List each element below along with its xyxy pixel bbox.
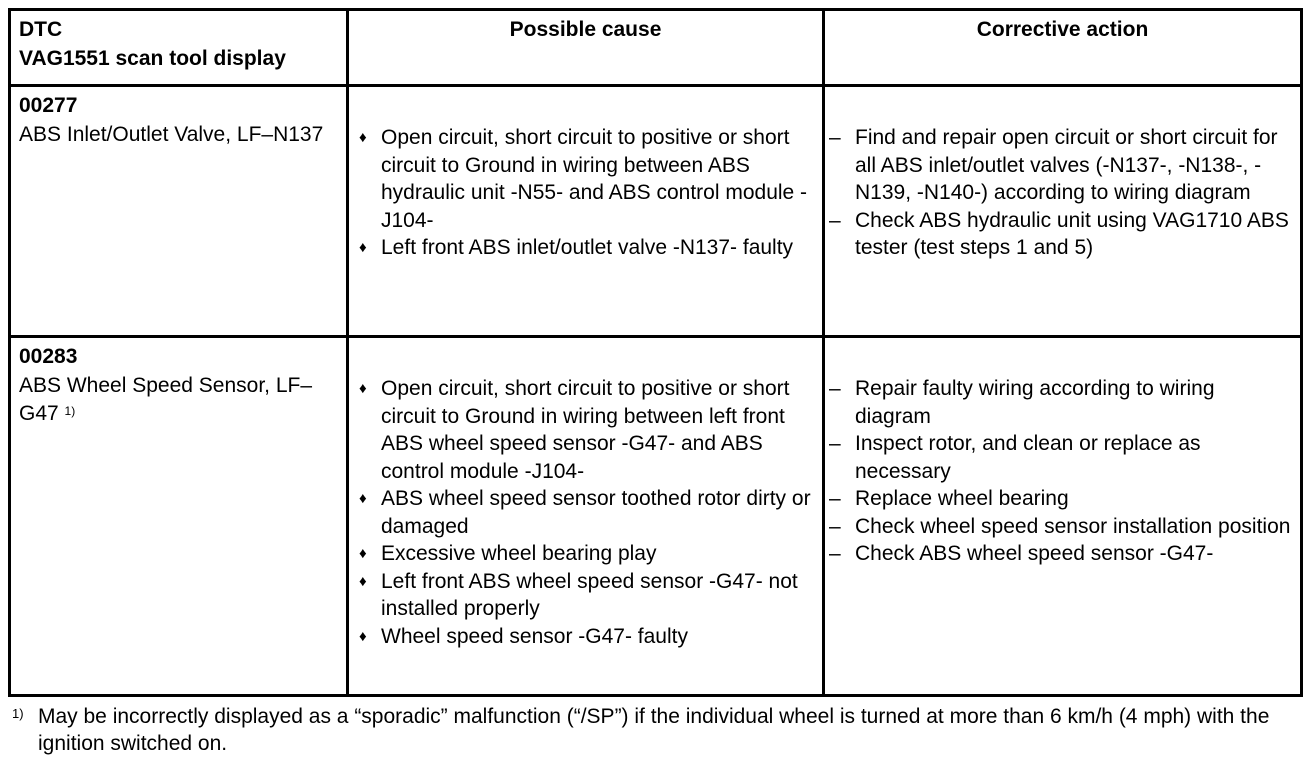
header-dtc-line2: VAG1551 scan tool display	[19, 47, 286, 70]
dash-bullet-icon: –	[829, 208, 841, 232]
action-list: –Repair faulty wiring according to wirin…	[825, 375, 1300, 568]
cause-item: ♦ ABS wheel speed sensor toothed rotor di…	[359, 485, 816, 540]
cause-text: Wheel speed sensor -G47- faulty	[381, 624, 688, 648]
footnote-mark: 1)	[12, 706, 24, 721]
diamond-bullet-icon: ♦	[359, 545, 367, 562]
dash-bullet-icon: –	[829, 126, 841, 149]
diamond-bullet-icon: ♦	[359, 627, 367, 645]
footnote-reference: 1)	[64, 403, 76, 418]
dtc-name: ABS Wheel Speed Sensor, LF–G47 1)	[11, 370, 346, 427]
cause-text: Left front ABS inlet/outlet valve -N137-…	[381, 236, 794, 259]
corrective-action-cell: –Repair faulty wiring according to wirin…	[822, 335, 1303, 697]
footnote: 1) May be incorrectly displayed as a “sp…	[8, 703, 1300, 757]
cause-list: ♦ Open circuit, short circuit to positive…	[349, 124, 822, 262]
cause-text: ABS wheel speed sensor toothed rotor dir…	[381, 487, 811, 538]
cause-item: ♦ Left front ABS wheel speed sensor -G47-…	[359, 568, 816, 623]
dtc-code: 00283	[19, 345, 78, 368]
header-corrective-action: Corrective action	[822, 8, 1303, 87]
diamond-bullet-icon: ♦	[359, 572, 367, 590]
diamond-bullet-icon: ♦	[359, 129, 367, 146]
action-item: –Check ABS wheel speed sensor -G47-	[825, 540, 1294, 568]
action-item: –Inspect rotor, and clean or replace as …	[825, 430, 1294, 485]
header-possible-cause: Possible cause	[346, 8, 825, 87]
dtc-name-text: ABS Inlet/Outlet Valve, LF–N137	[19, 123, 324, 146]
cause-text: Left front ABS wheel speed sensor -G47- …	[381, 569, 798, 621]
action-item: –Check wheel speed sensor installation p…	[825, 513, 1294, 541]
dash-bullet-icon: –	[829, 542, 841, 565]
cause-item: ♦ Open circuit, short circuit to positive…	[359, 375, 816, 485]
action-text: Repair faulty wiring according to wiring…	[855, 377, 1215, 428]
action-text: Replace wheel bearing	[855, 487, 1069, 510]
action-text: Check ABS wheel speed sensor -G47-	[855, 542, 1214, 565]
action-item: –Replace wheel bearing	[825, 485, 1294, 513]
action-item: –Repair faulty wiring according to wirin…	[825, 375, 1294, 430]
footnote-text: May be incorrectly displayed as a “spora…	[38, 705, 1270, 755]
cause-text: Open circuit, short circuit to positive …	[381, 377, 790, 483]
dtc-table: DTC VAG1551 scan tool display Possible c…	[8, 8, 1303, 697]
diamond-bullet-icon: ♦	[359, 239, 367, 256]
action-list: –Find and repair open circuit or short c…	[825, 124, 1300, 262]
dash-bullet-icon: –	[829, 487, 841, 510]
document: DTC VAG1551 scan tool display Possible c…	[8, 8, 1303, 757]
corrective-action-cell: –Find and repair open circuit or short c…	[822, 84, 1303, 338]
cause-list: ♦ Open circuit, short circuit to positive…	[349, 375, 822, 650]
cause-item: ♦ Open circuit, short circuit to positive…	[359, 124, 816, 234]
cause-item: ♦ Excessive wheel bearing play	[359, 540, 816, 568]
diamond-bullet-icon: ♦	[359, 490, 367, 507]
action-text: Find and repair open circuit or short ci…	[855, 126, 1278, 204]
diamond-bullet-icon: ♦	[359, 380, 367, 397]
action-item: –Find and repair open circuit or short c…	[825, 124, 1294, 207]
action-item: –Check ABS hydraulic unit using VAG1710 …	[825, 207, 1294, 262]
dash-bullet-icon: –	[829, 377, 841, 400]
action-text: Check wheel speed sensor installation po…	[855, 514, 1291, 538]
cause-text: Open circuit, short circuit to positive …	[381, 126, 808, 232]
possible-cause-cell: ♦ Open circuit, short circuit to positive…	[346, 84, 825, 338]
cause-item: ♦ Wheel speed sensor -G47- faulty	[359, 623, 816, 651]
dash-bullet-icon: –	[829, 514, 841, 538]
dtc-code: 00277	[19, 94, 78, 117]
header-dtc-line1: DTC	[19, 18, 63, 41]
header-row: DTC VAG1551 scan tool display Possible c…	[8, 8, 1303, 87]
header-dtc: DTC VAG1551 scan tool display	[8, 8, 349, 87]
possible-cause-cell: ♦ Open circuit, short circuit to positive…	[346, 335, 825, 697]
action-text: Check ABS hydraulic unit using VAG1710 A…	[855, 208, 1289, 260]
cause-item: ♦ Left front ABS inlet/outlet valve -N137…	[359, 234, 816, 262]
dtc-name-text: ABS Wheel Speed Sensor, LF–G47	[19, 374, 313, 425]
cause-text: Excessive wheel bearing play	[381, 542, 657, 565]
action-text: Inspect rotor, and clean or replace as n…	[855, 432, 1201, 483]
dash-bullet-icon: –	[829, 432, 841, 455]
dtc-name: ABS Inlet/Outlet Valve, LF–N137	[11, 119, 346, 149]
